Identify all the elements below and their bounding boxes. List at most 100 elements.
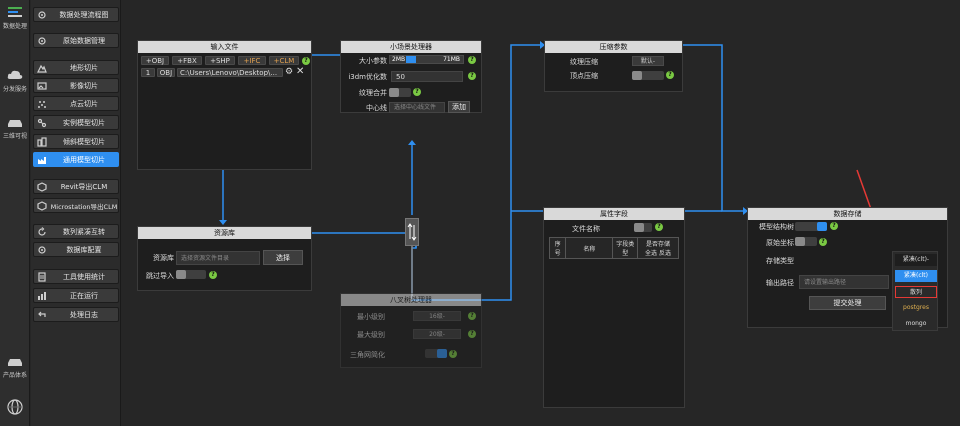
menu-item-db-config[interactable]: 数据库配置	[33, 242, 119, 257]
chart-icon	[38, 292, 46, 300]
cloud-icon	[7, 70, 23, 79]
mountain-icon	[37, 64, 47, 73]
help-icon[interactable]: ?	[449, 350, 457, 358]
menu-item-raw-data[interactable]: 原始数据管理	[33, 33, 119, 48]
choose-button[interactable]: 选择	[263, 250, 303, 265]
menu-item-revit-export[interactable]: Revit导出CLM	[33, 179, 119, 194]
invert-button[interactable]: 反选	[658, 250, 671, 257]
document-icon	[38, 272, 46, 282]
vertex-compress-label: 顶点压缩	[570, 72, 598, 80]
chevron-down-icon: -	[442, 313, 445, 320]
storage-type-current[interactable]: 紧凑(clt)-	[895, 254, 937, 266]
add-obj-button[interactable]: +OBJ	[141, 56, 169, 65]
refresh-icon	[38, 227, 46, 236]
swap-icon	[407, 223, 417, 241]
help-icon[interactable]: ?	[209, 271, 217, 279]
submit-button[interactable]: 提交处理	[809, 296, 886, 310]
menu-item-logs[interactable]: 处理日志	[33, 307, 119, 322]
vertex-compress-toggle[interactable]	[632, 71, 664, 80]
chevron-down-icon: -	[652, 58, 656, 65]
gear-icon[interactable]: ⚙	[285, 67, 294, 77]
node-title: 属性字段	[544, 208, 684, 220]
i3dm-input[interactable]: 50	[391, 71, 463, 82]
menu-item-microstation-export[interactable]: Microstation导出CLM	[33, 198, 119, 213]
select-all-button[interactable]: 全选	[645, 250, 658, 257]
node-title: 小场景处理器	[341, 41, 481, 53]
help-icon[interactable]: ?	[819, 238, 827, 246]
origin-coord-toggle[interactable]	[795, 237, 817, 246]
compress-node: 压缩参数 纹理压缩 默认- 顶点压缩 ?	[544, 40, 683, 92]
option-hash[interactable]: 散列	[895, 286, 937, 298]
menu-item-flowchart[interactable]: 数据处理流程图	[33, 7, 119, 22]
min-level-select[interactable]: 16级-	[413, 311, 461, 321]
rail-item-distribution[interactable]: 分发服务	[0, 68, 30, 93]
output-path-label: 输出路径	[766, 279, 794, 287]
size-label: 大小参数	[359, 57, 387, 65]
menu-item-running[interactable]: 正在运行	[33, 288, 119, 303]
add-fbx-button[interactable]: +FBX	[172, 56, 202, 65]
add-clm-button[interactable]: +CLM	[269, 56, 299, 65]
node-title: 压缩参数	[545, 41, 682, 53]
col-index: 序号	[548, 237, 567, 259]
option-postgres[interactable]: postgres	[903, 304, 929, 311]
rail-item-data-process[interactable]: 数据处理	[0, 5, 30, 30]
rail-item-globe[interactable]	[0, 398, 30, 418]
add-ifc-button[interactable]: +IFC	[238, 56, 266, 65]
flow-canvas: 输入文件 +OBJ +FBX +SHP +IFC +CLM ? 1 OBJ C:…	[122, 0, 960, 426]
menu-item-general-model[interactable]: 通用模型切片	[33, 152, 119, 167]
close-icon[interactable]: ✕	[296, 66, 305, 77]
help-icon[interactable]: ?	[302, 57, 310, 65]
rail-item-3d-visual[interactable]: 三维可视	[0, 115, 30, 140]
skip-import-label: 跳过导入	[146, 272, 174, 280]
node-title: 资源库	[138, 227, 311, 239]
texture-merge-toggle[interactable]	[389, 88, 411, 97]
rail-item-products[interactable]: 产品体系	[0, 354, 30, 379]
help-icon[interactable]: ?	[468, 56, 476, 64]
tri-simplify-label: 三角网简化	[350, 351, 385, 359]
output-path-input[interactable]: 请设置输出路径	[799, 275, 889, 289]
file-path: C:\Users\Lenovo\Desktop\...	[177, 68, 283, 77]
resource-dir-input[interactable]: 选择资源文件目录	[176, 251, 260, 265]
file-index: 1	[141, 68, 155, 77]
node-title: 数据存储	[748, 208, 947, 220]
menu-item-terrain[interactable]: 地形切片	[33, 60, 119, 75]
help-icon[interactable]: ?	[468, 312, 476, 320]
help-icon[interactable]: ?	[666, 71, 674, 79]
menu-item-compact-convert[interactable]: 数列紧凑互转	[33, 224, 119, 239]
col-type: 字段类型	[612, 237, 639, 259]
help-icon[interactable]: ?	[830, 222, 838, 230]
menu-item-instance-model[interactable]: 实例模型切片	[33, 115, 119, 130]
storage-type-label: 存储类型	[766, 257, 794, 265]
model-icon	[37, 118, 47, 128]
tri-simplify-toggle[interactable]	[425, 349, 447, 358]
help-icon[interactable]: ?	[655, 223, 663, 231]
junction-node[interactable]	[405, 218, 419, 246]
help-icon[interactable]: ?	[413, 88, 421, 96]
factory-icon	[38, 157, 46, 164]
skip-import-toggle[interactable]	[176, 270, 206, 279]
menu-item-pointcloud[interactable]: 点云切片	[33, 96, 119, 111]
add-centerline-button[interactable]: 添加	[448, 101, 470, 113]
function-menu: 数据处理流程图 原始数据管理 地形切片 影像切片 点云切片 实例模型切片 倾斜模…	[31, 0, 121, 426]
menu-item-tool-stats[interactable]: 工具使用统计	[33, 269, 119, 284]
help-icon[interactable]: ?	[468, 72, 476, 80]
file-name-toggle[interactable]	[634, 223, 652, 232]
menu-item-oblique-model[interactable]: 倾斜模型切片	[33, 134, 119, 149]
file-type: OBJ	[157, 68, 175, 77]
attribute-node: 属性字段 文件名称 ? 序号 名称 字段类型 是否存储 全选 反选	[543, 207, 685, 408]
cube-icon	[37, 201, 47, 211]
max-level-select[interactable]: 20级-	[413, 329, 461, 339]
option-compact[interactable]: 紧凑(clt)	[895, 270, 937, 282]
model-tree-label: 模型结构树	[759, 223, 794, 231]
centerline-input[interactable]: 选择中心线文件	[389, 102, 445, 113]
size-slider[interactable]: 2MB 71MB	[389, 55, 464, 64]
origin-coord-label: 原始坐标	[766, 239, 794, 247]
chevron-down-icon: -	[442, 331, 445, 338]
cube-icon	[37, 182, 47, 192]
menu-item-imagery[interactable]: 影像切片	[33, 78, 119, 93]
help-icon[interactable]: ?	[468, 330, 476, 338]
option-mongo[interactable]: mongo	[905, 320, 927, 327]
texture-compress-select[interactable]: 默认-	[632, 56, 664, 66]
model-tree-toggle[interactable]	[795, 222, 827, 231]
add-shp-button[interactable]: +SHP	[205, 56, 235, 65]
